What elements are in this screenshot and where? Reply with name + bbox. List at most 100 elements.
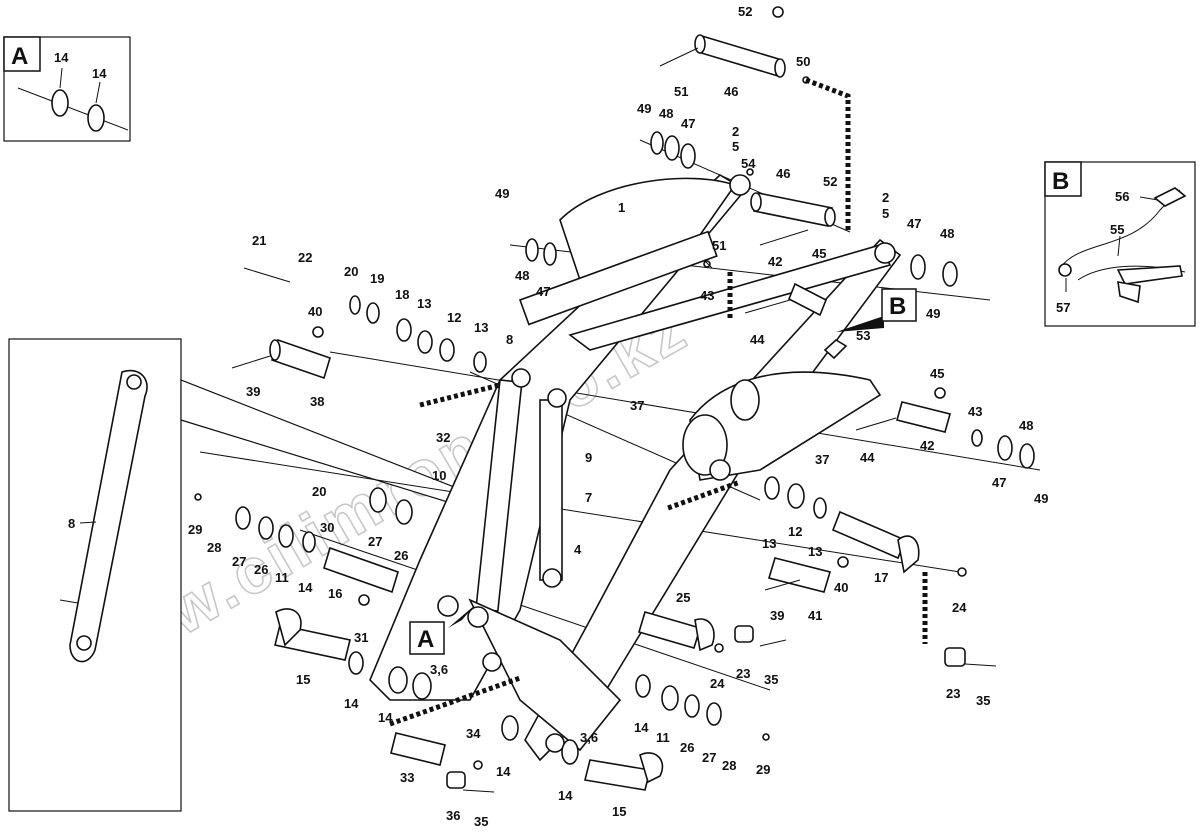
part-label: 43 [968,404,982,419]
part-label: 24 [710,676,725,691]
part-label: 51 [712,238,726,253]
part-label: 55 [1110,222,1124,237]
part-label: 48 [515,268,529,283]
part-label: 46 [724,84,738,99]
part-label: 35 [976,693,990,708]
part-label: 27 [702,750,716,765]
part-label: 49 [1034,491,1048,506]
part-label: 20 [312,484,326,499]
part-label: 38 [310,394,324,409]
washer-shape [87,104,105,132]
detail-b-letter: B [1052,168,1069,195]
part-label: 8 [506,332,513,347]
part-label: 13 [762,536,776,551]
part-label: 14 [92,66,107,81]
part-label: 5 [882,206,889,221]
part-label: 11 [656,730,670,745]
part-label: 35 [474,814,488,829]
part-label: 44 [750,332,765,347]
part-label: 48 [1019,418,1033,433]
part-label: 13 [417,296,431,311]
part-label: 34 [466,726,481,741]
part-label: 16 [328,586,342,601]
part-label: 49 [637,101,651,116]
part-label: 3,6 [430,662,448,677]
part-label: 52 [823,174,837,189]
part-label: 44 [860,450,875,465]
part-label: 35 [764,672,778,687]
part-label: 5 [732,139,739,154]
part-label: 39 [246,384,260,399]
detail-a-letter: A [11,43,28,70]
part-label: 47 [681,116,695,131]
part-label: 14 [634,720,649,735]
part-label: 30 [320,520,334,535]
part-label: 31 [354,630,368,645]
part-label: 37 [815,452,829,467]
part-label: 56 [1115,189,1129,204]
callout-a-letter: A [417,626,434,653]
part-label: 41 [808,608,822,623]
part-label: 51 [674,84,688,99]
part-label: 32 [436,430,450,445]
part-label: 14 [344,696,359,711]
part-label: 9 [585,450,592,465]
part-label: 39 [770,608,784,623]
part-label: 36 [446,808,460,823]
part-label: 14 [54,50,69,65]
detail-b-inset: B 56 55 57 [1044,161,1196,327]
part-label: 8 [68,516,75,531]
part-label: 27 [368,534,382,549]
callout-b: B [881,288,917,322]
part-label: 20 [344,264,358,279]
part-label: 45 [930,366,944,381]
part-label: 37 [630,398,644,413]
part-label: 14 [298,580,313,595]
part-label: 21 [252,233,266,248]
part-label: 42 [768,254,782,269]
part-label: 57 [1056,300,1070,315]
part-label: 52 [738,4,752,19]
part-label: 43 [700,288,714,303]
part-label: 26 [680,740,694,755]
part-label: 42 [920,438,934,453]
link-8-detail: 8 [8,338,502,812]
part-label: 1 [618,200,625,215]
part-label: 25 [676,590,690,605]
part-label: 40 [834,580,848,595]
part-label: 47 [536,284,550,299]
part-label: 14 [496,764,511,779]
part-label: 23 [946,686,960,701]
part-label: 48 [940,226,954,241]
part-label: 29 [188,522,202,537]
part-label: 46 [776,166,790,181]
part-label: 26 [254,562,268,577]
part-label: 2 [732,124,739,139]
detail-a-inset: A 14 14 [3,36,131,142]
part-label: 28 [207,540,221,555]
part-label: 7 [585,490,592,505]
boom-frame [199,139,1041,762]
part-label: 54 [741,156,756,171]
part-label: 47 [992,475,1006,490]
part-label: 18 [395,287,409,302]
part-label: 26 [394,548,408,563]
parts-shapes [194,6,1035,793]
part-label: 15 [612,804,626,819]
part-label: 2 [882,190,889,205]
part-label: 23 [736,666,750,681]
part-label: 29 [756,762,770,777]
part-label: 4 [574,542,582,557]
part-labels: 52 50 51 46 49 48 47 2 5 54 46 52 2 5 47… [188,4,1048,829]
part-label: 49 [495,186,509,201]
part-label: 12 [447,310,461,325]
part-label: 48 [659,106,673,121]
washer-shape [51,89,69,117]
part-label: 53 [856,328,870,343]
part-label: 24 [952,600,967,615]
part-label: 10 [432,468,446,483]
callout-a: A [409,621,445,655]
part-label: 33 [400,770,414,785]
part-label: 49 [926,306,940,321]
